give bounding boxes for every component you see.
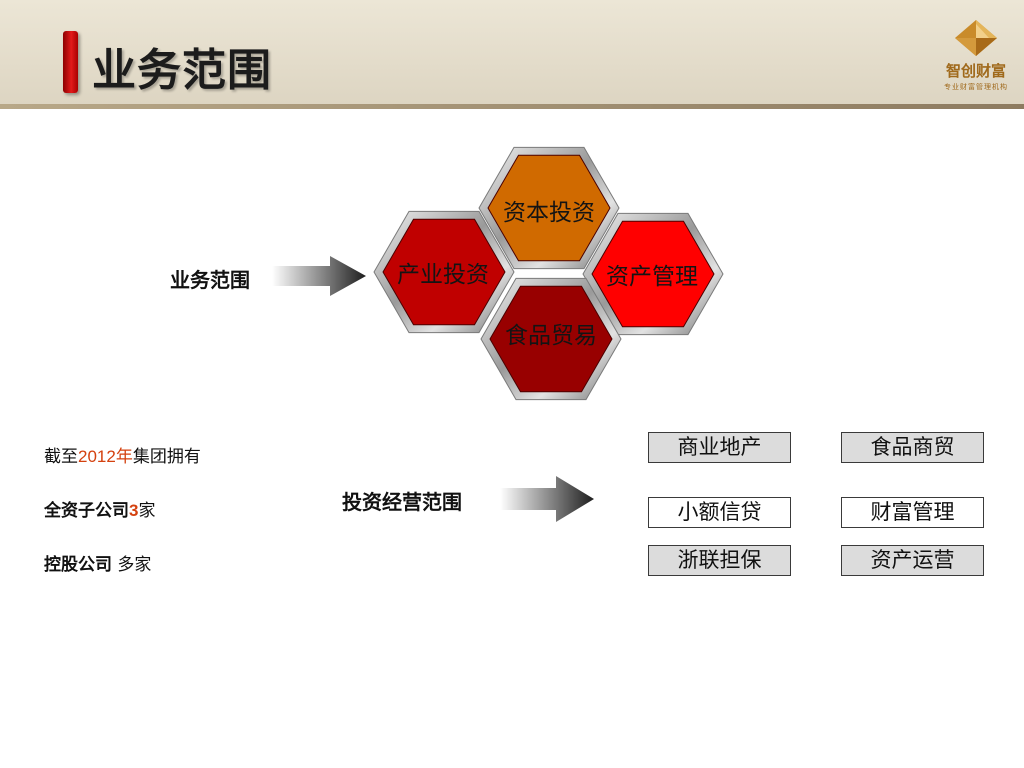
hex-label-industrial-investment: 产业投资 xyxy=(397,262,489,288)
hex-capital-investment-fill xyxy=(487,154,611,262)
hex-label-food-trade: 食品贸易 xyxy=(505,323,597,349)
hex-industrial-investment-fill xyxy=(382,218,506,326)
scope-box-asset-operation: 资产运营 xyxy=(841,545,984,576)
company-logo: 智创财富 专业财富管理机构 xyxy=(930,18,1022,98)
hex-capital-investment xyxy=(478,146,620,270)
hex-label-capital-investment: 资本投资 xyxy=(503,200,595,226)
stat-line-subsidiaries: 全资子公司3家 xyxy=(44,496,155,521)
title-accent-bar xyxy=(63,31,78,93)
scope-box-commercial-real-estate: 商业地产 xyxy=(648,432,791,463)
stat-prefix: 截至 xyxy=(44,447,78,467)
page-title: 业务范围 xyxy=(92,45,272,96)
logo-subtitle: 专业财富管理机构 xyxy=(944,83,1008,91)
investment-scope-label: 投资经营范围 xyxy=(342,490,462,514)
stat-line-year: 截至2012年集团拥有 xyxy=(44,442,201,467)
business-scope-label: 业务范围 xyxy=(170,268,250,292)
hex-label-asset-management: 资产管理 xyxy=(606,264,698,290)
scope-box-food-commerce: 食品商贸 xyxy=(841,432,984,463)
stat-subsidiaries-unit: 家 xyxy=(138,501,156,521)
stat-suffix: 集团拥有 xyxy=(132,447,201,467)
stat-subsidiaries-count: 3 xyxy=(129,501,139,520)
header-band xyxy=(0,0,1024,104)
stat-holdings-label: 控股公司 xyxy=(44,555,112,575)
stat-line-holdings: 控股公司 多家 xyxy=(44,550,151,575)
stat-subsidiaries-label: 全资子公司 xyxy=(44,501,129,521)
arrow-right-icon xyxy=(500,476,594,522)
header-divider xyxy=(0,104,1024,109)
arrow-right-icon xyxy=(272,256,366,296)
hex-asset-management-fill xyxy=(591,220,715,328)
scope-box-guarantee: 浙联担保 xyxy=(648,545,791,576)
hex-food-trade xyxy=(480,277,622,401)
scope-box-microcredit: 小额信贷 xyxy=(648,497,791,528)
stat-year: 2012年 xyxy=(78,447,133,466)
logo-name: 智创财富 xyxy=(945,62,1006,80)
scope-box-wealth-management: 财富管理 xyxy=(841,497,984,528)
hex-food-trade-fill xyxy=(489,285,613,393)
gold-diamond-logo-icon xyxy=(955,20,997,56)
stat-holdings-value: 多家 xyxy=(117,555,152,575)
hex-industrial-investment xyxy=(373,210,515,334)
hex-asset-management xyxy=(582,212,724,336)
